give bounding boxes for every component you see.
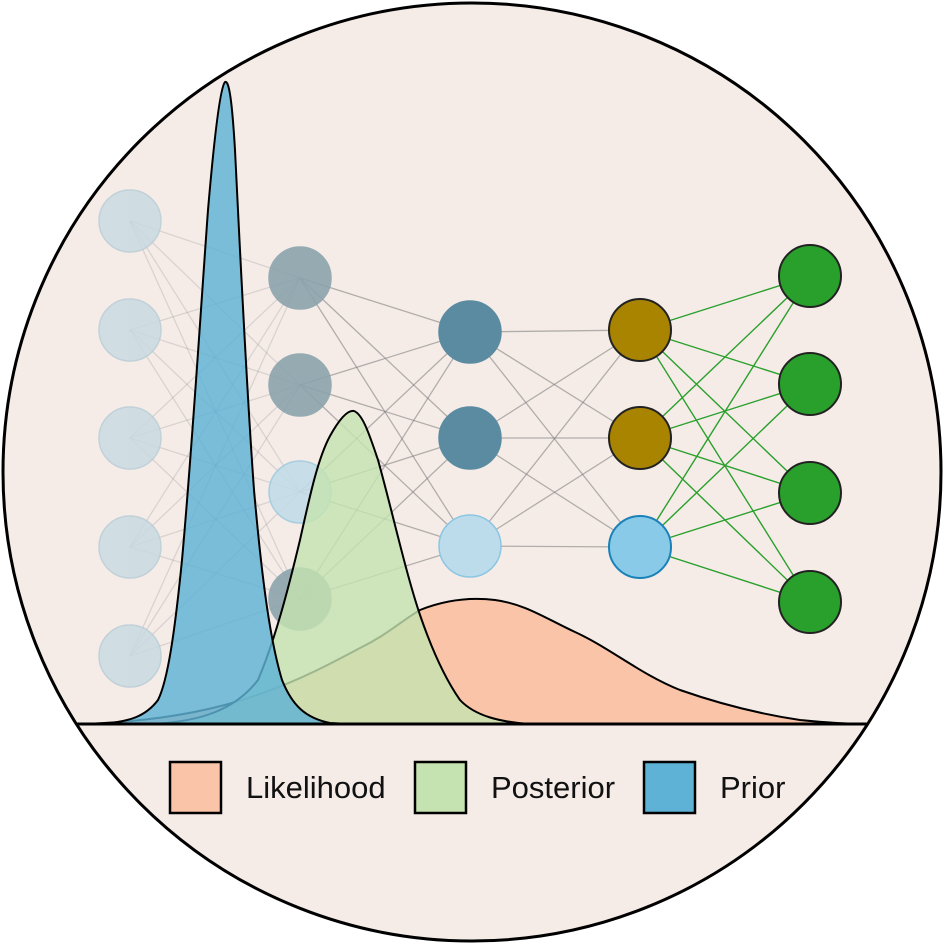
legend-label-likelihood: Likelihood bbox=[246, 770, 386, 805]
edge-layer3-1-to-layer4-2 bbox=[469, 331, 641, 439]
node-layer5-4 bbox=[778, 570, 842, 634]
node-layer3-3 bbox=[438, 514, 502, 578]
node-layer1-4 bbox=[98, 515, 162, 579]
legend-label-prior: Prior bbox=[720, 770, 785, 805]
node-layer2-2 bbox=[268, 353, 332, 417]
legend: Likelihood Posterior Prior bbox=[168, 760, 785, 815]
legend-swatch-likelihood bbox=[168, 760, 223, 815]
node-layer1-1 bbox=[98, 189, 162, 253]
network-nodes bbox=[98, 189, 842, 688]
node-layer5-2 bbox=[778, 352, 842, 416]
node-layer4-2 bbox=[608, 406, 672, 470]
legend-label-posterior: Posterior bbox=[491, 770, 615, 805]
node-layer4-1 bbox=[608, 298, 672, 362]
edge-layer3-3-to-layer4-1 bbox=[469, 329, 641, 547]
edge-layer4-3-to-layer5-2 bbox=[639, 383, 811, 548]
edge-layer4-2-to-layer5-1 bbox=[639, 275, 811, 439]
node-layer5-1 bbox=[778, 244, 842, 308]
node-layer3-1 bbox=[438, 300, 502, 364]
node-layer1-5 bbox=[98, 624, 162, 688]
node-layer4-3 bbox=[608, 515, 672, 579]
legend-swatch-prior bbox=[642, 760, 697, 815]
node-layer1-2 bbox=[98, 298, 162, 362]
node-layer2-1 bbox=[268, 246, 332, 310]
distribution-curves bbox=[79, 81, 869, 725]
legend-swatch-posterior bbox=[413, 760, 468, 815]
edge-layer3-3-to-layer4-2 bbox=[469, 437, 641, 547]
edge-layer4-3-to-layer5-1 bbox=[639, 275, 811, 548]
edge-layer3-1-to-layer4-3 bbox=[469, 331, 641, 548]
node-layer3-2 bbox=[438, 406, 502, 470]
prior-distribution-curve bbox=[99, 81, 361, 725]
node-layer5-3 bbox=[778, 461, 842, 525]
edge-layer3-2-to-layer4-1 bbox=[469, 329, 641, 439]
node-layer1-3 bbox=[98, 406, 162, 470]
